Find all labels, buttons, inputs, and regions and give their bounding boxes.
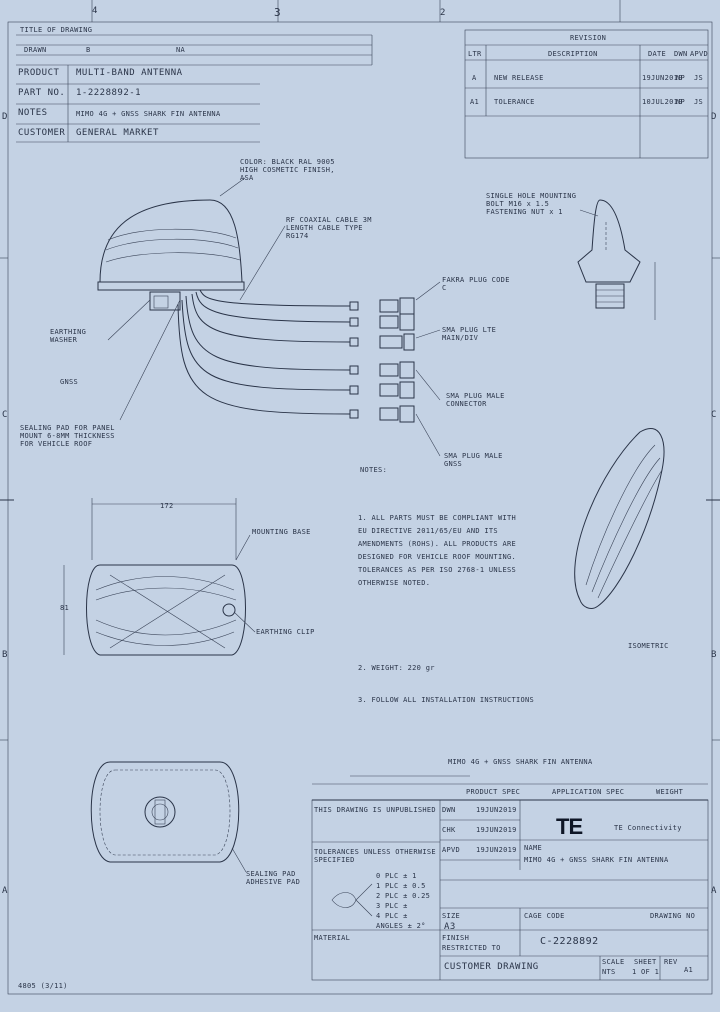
tb-drawing-no-label: DRAWING NO: [650, 912, 696, 920]
tb-scale-value: NTS: [602, 968, 616, 976]
callout-sealing: SEALING PAD FOR PANEL MOUNT 6-8MM THICKN…: [20, 424, 115, 448]
te-logo: TE: [556, 814, 583, 839]
rev-col-date: DATE: [648, 50, 667, 58]
customer-label: CUSTOMER: [18, 128, 66, 138]
revision-title: REVISION: [570, 34, 607, 42]
callout-cable: RF COAXIAL CABLE 3M LENGTH CABLE TYPE RG…: [286, 216, 372, 240]
rev-row1-apvd: JS: [694, 74, 704, 82]
rev-row2-apvd: JS: [694, 98, 704, 106]
notes-label: NOTES: [18, 108, 48, 118]
part-value: 1-2228892-1: [76, 88, 142, 98]
header-row1: TITLE OF DRAWING: [20, 26, 93, 34]
tb-chk-date: 19JUN2019: [476, 826, 517, 834]
grid-left-b: B: [2, 650, 8, 660]
callout-earthing-clip: EARTHING CLIP: [256, 628, 315, 636]
tb-appd: APVD: [442, 846, 461, 854]
header-row2-b: B: [86, 46, 91, 54]
tb-rest: RESTRICTED TO: [442, 944, 501, 952]
tb-tol-title: TOLERANCES UNLESS OTHERWISE SPECIFIED: [314, 848, 436, 864]
iso-view-label: ISOMETRIC: [628, 642, 669, 650]
grid-right-b: B: [711, 650, 717, 660]
rev-col-desc: DESCRIPTION: [548, 50, 598, 58]
callout-earthing: EARTHING WASHER: [50, 328, 87, 344]
grid-left-c: C: [2, 410, 8, 420]
dim-height: 81: [60, 604, 70, 612]
callout-sma-male: SMA PLUG MALE CONNECTOR: [446, 392, 505, 408]
grid-left-a: A: [2, 886, 8, 896]
rev-row2-dwn: NP: [676, 98, 686, 106]
rev-row1-date: 19JUN2019: [642, 74, 683, 82]
tb-rev-label: REV: [664, 958, 678, 966]
tb-name-value: MIMO 4G + GNSS SHARK FIN ANTENNA: [524, 856, 669, 864]
tb-ref1: PRODUCT SPEC: [466, 788, 521, 796]
tb-dwn: DWN: [442, 806, 456, 814]
callout-mount-bolt: SINGLE HOLE MOUNTING BOLT M16 x 1.5 FAST…: [486, 192, 577, 216]
grid-right-c: C: [711, 410, 717, 420]
note-3: 3. FOLLOW ALL INSTALLATION INSTRUCTIONS: [358, 696, 535, 704]
callout-mounting-base: MOUNTING BASE: [252, 528, 311, 536]
product-label: PRODUCT: [18, 68, 60, 78]
tb-ref3: WEIGHT: [656, 788, 684, 796]
tb-tol-2: 2 PLC ± 0.25: [376, 892, 431, 900]
rev-col-apvd: APVD: [690, 50, 709, 58]
rev-row2-ltr: A1: [470, 98, 480, 106]
grid-right-a: A: [711, 886, 717, 896]
header-row2-a: DRAWN: [24, 46, 47, 54]
tb-top-title: MIMO 4G + GNSS SHARK FIN ANTENNA: [448, 758, 593, 766]
rev-row2-date: 10JUL2019: [642, 98, 683, 106]
rev-row1-desc: NEW RELEASE: [494, 74, 544, 82]
rev-col-ltr: LTR: [468, 50, 482, 58]
tb-sheet-value: 1 OF 1: [632, 968, 660, 976]
tb-tol-1: 1 PLC ± 0.5: [376, 882, 426, 890]
notes-value: MIMO 4G + GNSS SHARK FIN ANTENNA: [76, 110, 221, 118]
tb-sheet-label: SHEET: [634, 958, 657, 966]
header-row2-c: NA: [176, 46, 186, 54]
part-label: PART NO.: [18, 88, 66, 98]
rev-row2-desc: TOLERANCE: [494, 98, 535, 106]
tb-tol-3: 3 PLC ±: [376, 902, 408, 910]
tb-drawing-no: C-2228892: [540, 936, 599, 947]
customer-value: GENERAL MARKET: [76, 128, 159, 138]
tb-name-label: NAME: [524, 844, 543, 852]
tb-unpublished: THIS DRAWING IS UNPUBLISHED: [314, 806, 436, 814]
tb-tol-0: 0 PLC ± 1: [376, 872, 417, 880]
grid-top-3: 3: [274, 6, 282, 19]
tb-customer-drawing: CUSTOMER DRAWING: [444, 962, 539, 972]
callout-sma-lte: SMA PLUG LTE MAIN/DIV: [442, 326, 497, 342]
tb-scale-label: SCALE: [602, 958, 625, 966]
tb-tol-4: 4 PLC ±: [376, 912, 408, 920]
tb-tol-5: ANGLES ± 2°: [376, 922, 426, 930]
callout-fakra: FAKRA PLUG CODE C: [442, 276, 510, 292]
rev-row1-ltr: A: [472, 74, 477, 82]
tb-company: TE Connectivity: [614, 824, 682, 832]
rev-col-dwn: DWN: [674, 50, 688, 58]
grid-top-4: 4: [92, 6, 98, 16]
callout-gnss: GNSS: [60, 378, 79, 386]
tb-ref2: APPLICATION SPEC: [552, 788, 625, 796]
callout-sma-female: SMA PLUG MALE GNSS: [444, 452, 503, 468]
note-1: 1. ALL PARTS MUST BE COMPLIANT WITH EU D…: [358, 514, 517, 587]
dim-width: 172: [160, 502, 174, 510]
tb-chk: CHK: [442, 826, 456, 834]
tb-finish: FINISH: [442, 934, 470, 942]
tb-dwn-date: 19JUN2019: [476, 806, 517, 814]
grid-left-d: D: [2, 112, 8, 122]
tb-appd-date: 19JUN2019: [476, 846, 517, 854]
tb-size-value: A3: [444, 922, 456, 932]
footer-form: 4805 (3/11): [18, 982, 68, 990]
tb-rev-value: A1: [684, 966, 694, 974]
tb-material: MATERIAL: [314, 934, 351, 942]
product-value: MULTI-BAND ANTENNA: [76, 68, 183, 78]
tb-cage: CAGE CODE: [524, 912, 565, 920]
rev-row1-dwn: NP: [676, 74, 686, 82]
callout-pad: SEALING PAD ADHESIVE PAD: [246, 870, 301, 886]
tb-size-label: SIZE: [442, 912, 461, 920]
note-2: 2. WEIGHT: 220 gr: [358, 664, 435, 672]
grid-right-d: D: [711, 112, 717, 122]
callout-radome: COLOR: BLACK RAL 9005 HIGH COSMETIC FINI…: [240, 158, 335, 182]
notes-title: NOTES:: [360, 466, 388, 474]
grid-top-2: 2: [440, 8, 446, 18]
